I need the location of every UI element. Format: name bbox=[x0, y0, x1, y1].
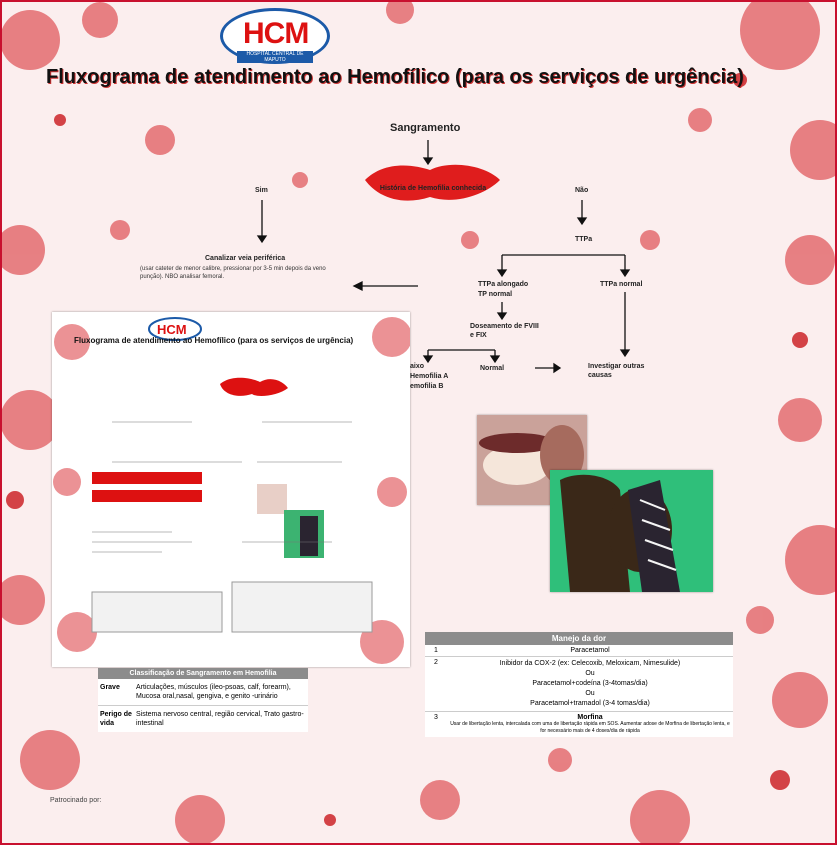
node-canalizar: Canalizar veia periférica bbox=[205, 255, 286, 262]
logo-text: HCM bbox=[243, 17, 309, 50]
knee-photo-graphic bbox=[550, 470, 713, 592]
node-investigar: Investigar outras causas bbox=[588, 363, 645, 379]
dor-line: Usar de libertação lenta, intercalada co… bbox=[450, 721, 730, 734]
classificacao-label: Grave bbox=[100, 684, 120, 691]
dor-row-3: 3 Morfina Usar de libertação lenta, inte… bbox=[425, 712, 733, 738]
logo-subtitle: HOSPITAL CENTRAL DE MAPUTO bbox=[237, 51, 313, 63]
photo-knee bbox=[550, 470, 713, 592]
dor-line: Morfina bbox=[577, 714, 603, 721]
thumbnail-title: Fluxograma de atendimento ao Hemofílico … bbox=[74, 336, 354, 345]
hcm-logo: HCM HOSPITAL CENTRAL DE MAPUTO bbox=[220, 8, 330, 64]
dor-row-num: 1 bbox=[434, 647, 438, 654]
dor-line: Ou bbox=[585, 690, 595, 697]
dor-row-1: 1 Paracetamol bbox=[425, 645, 733, 657]
classificacao-text: Sistema nervoso central, região cervical… bbox=[136, 711, 304, 727]
classificacao-table: Classificação de Sangramento em Hemofili… bbox=[98, 668, 308, 732]
node-historia: História de Hemofilia conhecida bbox=[379, 185, 487, 192]
node-normal: Normal bbox=[480, 365, 505, 372]
node-hemofilia-b: emofilia B bbox=[410, 383, 444, 390]
svg-text:HCM: HCM bbox=[157, 322, 187, 337]
dor-table-header: Manejo da dor bbox=[425, 632, 733, 645]
canalizar-description: (usar cateter de menor calibre, pression… bbox=[140, 266, 326, 280]
dor-row-text: Paracetamol bbox=[570, 647, 610, 654]
node-ttpa: TTPa bbox=[575, 236, 593, 243]
dor-row-2: 2 Inibidor da COX-2 (ex: Celecoxib, Melo… bbox=[425, 657, 733, 712]
node-sangramento: Sangramento bbox=[390, 122, 461, 134]
dor-row-num: 2 bbox=[434, 659, 438, 666]
dor-line: Paracetamol+codeína (3-4tomas/dia) bbox=[532, 680, 648, 687]
classificacao-text: Articulações, músculos (ileo-psoas, calf… bbox=[136, 684, 291, 700]
classificacao-row-grave: Grave Articulações, músculos (ileo-psoas… bbox=[98, 679, 308, 706]
node-tp-normal: TP normal bbox=[478, 291, 513, 298]
classificacao-header: Classificação de Sangramento em Hemofili… bbox=[98, 668, 308, 679]
node-ttpa-alongado: TTPa alongado bbox=[478, 281, 529, 288]
thumbnail-splatter: HCM bbox=[53, 317, 410, 664]
footer-sponsor: Patrocinado por: bbox=[50, 797, 102, 804]
node-hemofilia-a: Hemofilia A bbox=[410, 373, 449, 380]
mouth-photo-graphic bbox=[477, 415, 587, 505]
label-sim: Sim bbox=[255, 187, 268, 194]
node-doseamento: Doseamento de FVIII e FIX bbox=[470, 323, 539, 339]
node-baixo: aixo bbox=[410, 363, 425, 370]
dor-line: Paracetamol+tramadol (3-4 tomas/dia) bbox=[530, 700, 650, 707]
dor-table: Manejo da dor 1 Paracetamol 2 Inibidor d… bbox=[425, 632, 733, 737]
poster-title: Fluxograma de atendimento ao Hemofílico … bbox=[46, 66, 744, 88]
dor-line: Inibidor da COX-2 (ex: Celecoxib, Meloxi… bbox=[499, 660, 681, 667]
node-ttpa-normal: TTPa normal bbox=[600, 281, 643, 288]
dor-line: Ou bbox=[585, 670, 595, 677]
label-nao: Não bbox=[575, 187, 589, 194]
classificacao-label: Perigo de vida bbox=[100, 711, 132, 727]
dor-row-num: 3 bbox=[434, 714, 438, 721]
blood-blot bbox=[365, 164, 500, 201]
nested-poster-thumbnail: HCM Fluxograma de atendimento ao Hemofíl… bbox=[52, 312, 410, 667]
classificacao-row-perigo: Perigo de vida Sistema nervoso central, … bbox=[98, 706, 308, 732]
